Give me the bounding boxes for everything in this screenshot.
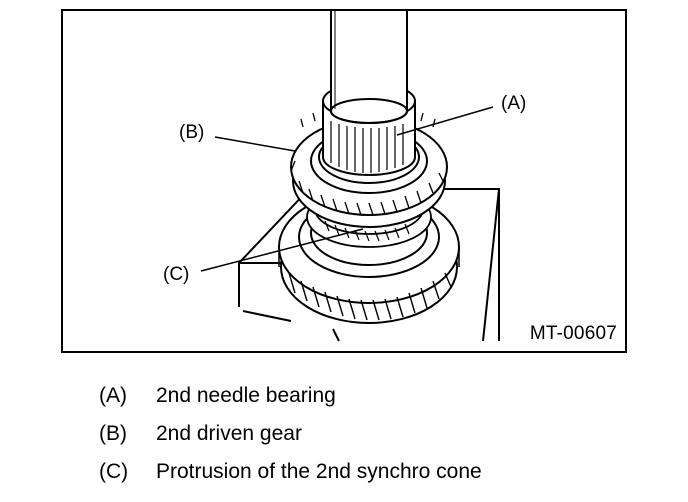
callout-b: (B) <box>179 122 205 143</box>
figure-id: MT-00607 <box>529 323 617 344</box>
legend-row-c: (C) Protrusion of the 2nd synchro cone <box>99 453 659 491</box>
legend: (A) 2nd needle bearing (B) 2nd driven ge… <box>99 377 659 491</box>
legend-text: 2nd needle bearing <box>156 384 336 407</box>
gear-assembly-illustration <box>200 11 500 342</box>
legend-row-b: (B) 2nd driven gear <box>99 415 659 453</box>
legend-letter: (B) <box>99 422 127 445</box>
legend-text: Protrusion of the 2nd synchro cone <box>156 460 482 483</box>
shaft <box>330 11 408 124</box>
figure-frame: (A) (B) (C) MT-00607 <box>61 9 627 353</box>
legend-letter: (C) <box>99 460 129 483</box>
legend-row-a: (A) 2nd needle bearing <box>99 377 659 415</box>
callout-a: (A) <box>501 93 527 114</box>
legend-text: 2nd driven gear <box>156 422 302 445</box>
legend-letter: (A) <box>99 384 127 407</box>
leader-lines <box>200 106 494 272</box>
callout-c: (C) <box>163 264 190 285</box>
